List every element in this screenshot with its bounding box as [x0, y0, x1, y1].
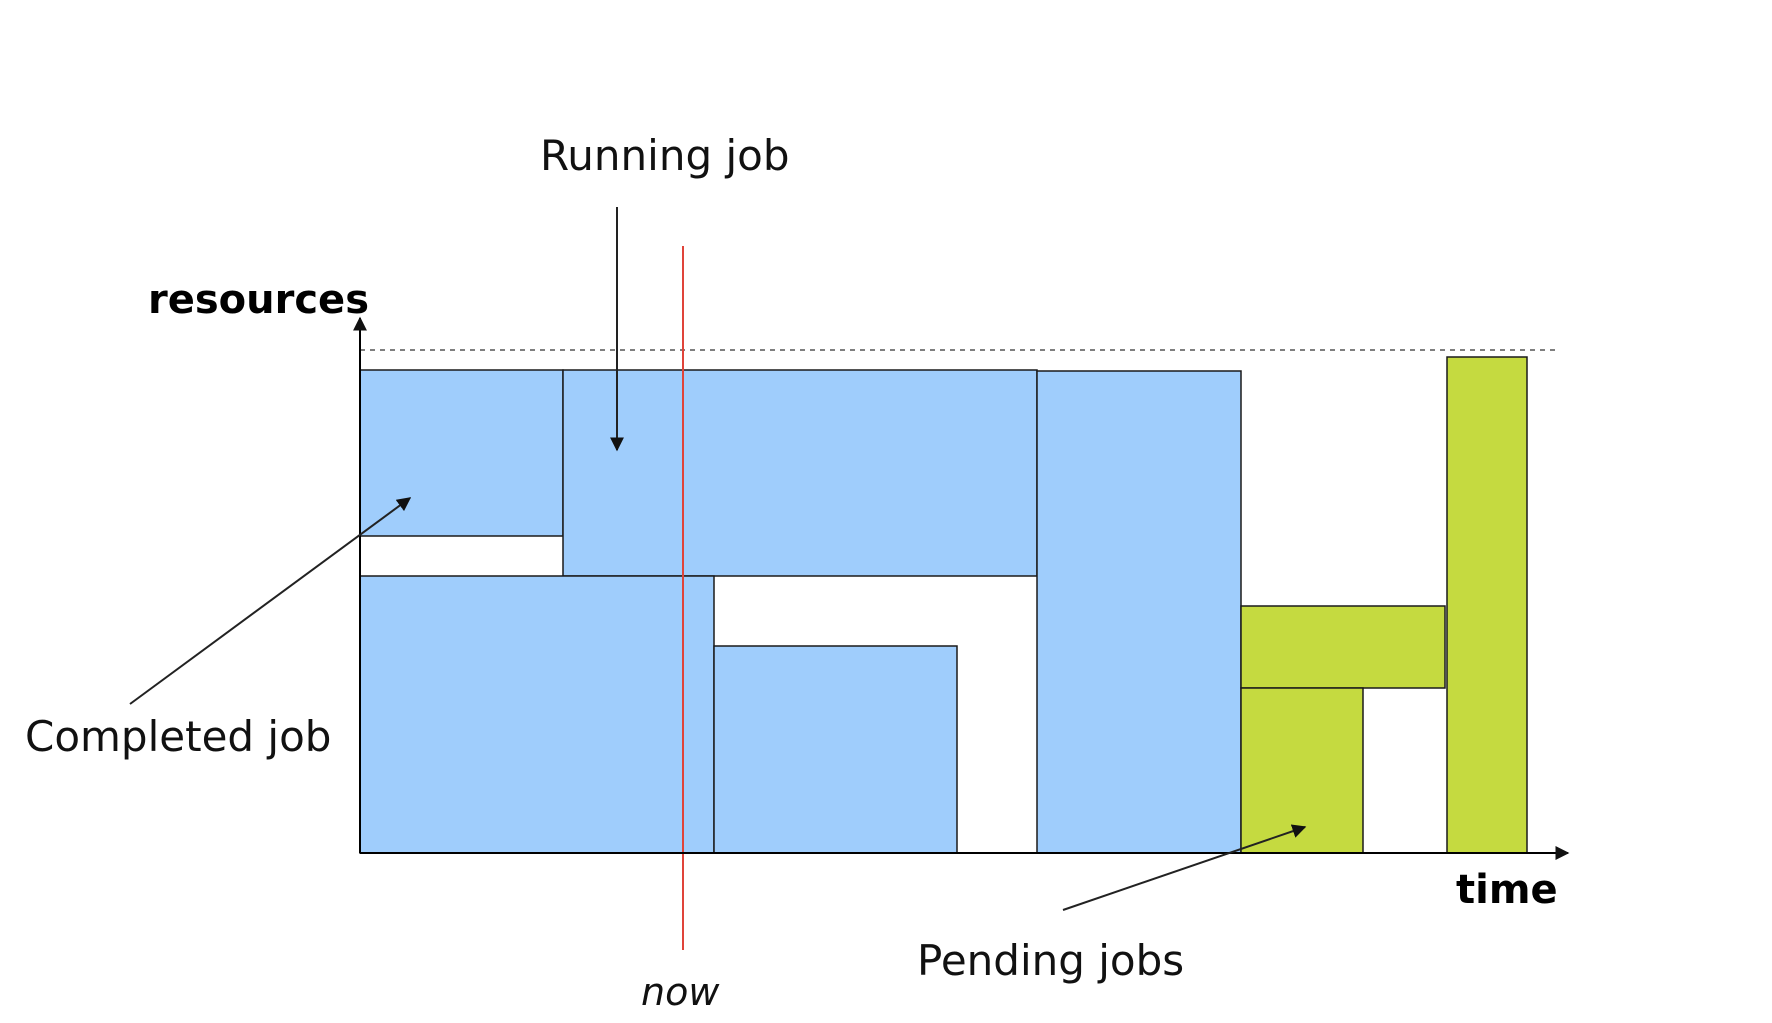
completed-job-pointer-arrow [129, 497, 412, 705]
running-job-label: Running job [540, 131, 789, 180]
job-block-tall-right [1036, 370, 1242, 854]
job-block-completed-top-left [359, 369, 564, 537]
pending-job-block-horizontal [1240, 605, 1446, 689]
completed-job-label: Completed job [25, 712, 331, 761]
now-label: now [641, 970, 720, 1014]
pending-jobs-pointer-arrow [1062, 824, 1307, 911]
pending-jobs-label: Pending jobs [917, 936, 1184, 985]
job-block-running-top-wide [562, 369, 1038, 577]
job-block-lower-left [359, 575, 715, 854]
job-block-lower-middle [713, 645, 958, 854]
resources-axis-label: resources [148, 277, 369, 323]
time-axis-label: time [1456, 867, 1558, 913]
pending-job-block-tall [1446, 356, 1528, 854]
